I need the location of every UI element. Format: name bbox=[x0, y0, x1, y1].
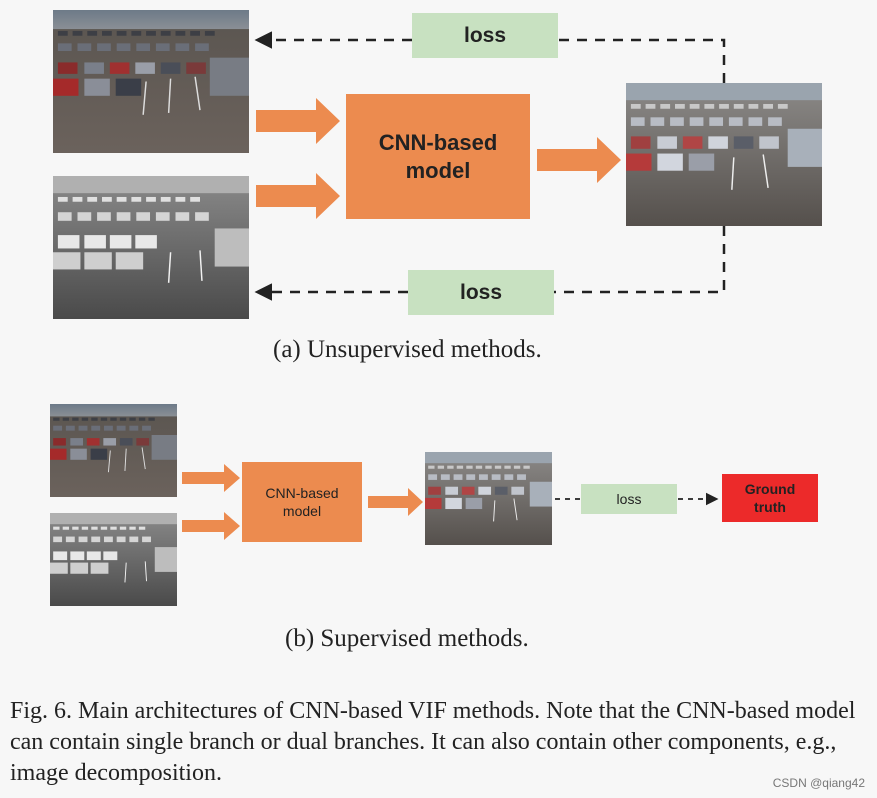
orange-arrow-cnn-to-fused-b bbox=[368, 488, 423, 516]
figure-caption: Fig. 6. Main architectures of CNN-based … bbox=[10, 698, 856, 786]
orange-arrow-visible-to-cnn-b bbox=[182, 464, 240, 492]
loss-label-b: loss bbox=[616, 491, 642, 507]
cnn-model-box-b: CNN-based model bbox=[242, 462, 362, 542]
loss-label-bottom: loss bbox=[459, 280, 503, 304]
loss-label-top: loss bbox=[463, 23, 507, 47]
watermark: CSDN @qiang42 bbox=[772, 776, 865, 790]
loss-box-bottom-a: loss bbox=[408, 270, 554, 315]
orange-arrow-infrared-to-cnn-b bbox=[182, 512, 240, 540]
dashed-path-bottom-right bbox=[554, 226, 726, 294]
cnn-model-label-b-line1: CNN-based bbox=[265, 485, 339, 501]
cnn-model-label-line2: model bbox=[405, 157, 471, 183]
loss-box-top-a: loss bbox=[412, 13, 558, 58]
dashed-path-top-right bbox=[558, 38, 726, 83]
loss-box-b: loss bbox=[581, 484, 677, 514]
orange-arrow-visible-to-cnn-a bbox=[256, 98, 340, 144]
cnn-model-label-line1: CNN-based bbox=[378, 129, 498, 155]
ground-truth-label-line2: truth bbox=[754, 499, 786, 515]
cnn-model-box-a: CNN-based model bbox=[346, 94, 530, 219]
cnn-model-label-b-line2: model bbox=[282, 503, 322, 519]
orange-arrow-cnn-to-fused-a bbox=[537, 137, 621, 183]
orange-arrow-infrared-to-cnn-a bbox=[256, 173, 340, 219]
caption-b: (b) Supervised methods. bbox=[285, 625, 529, 652]
caption-a: (a) Unsupervised methods. bbox=[273, 336, 542, 363]
ground-truth-label-line1: Ground bbox=[744, 481, 796, 497]
ground-truth-box: Ground truth bbox=[722, 474, 818, 522]
